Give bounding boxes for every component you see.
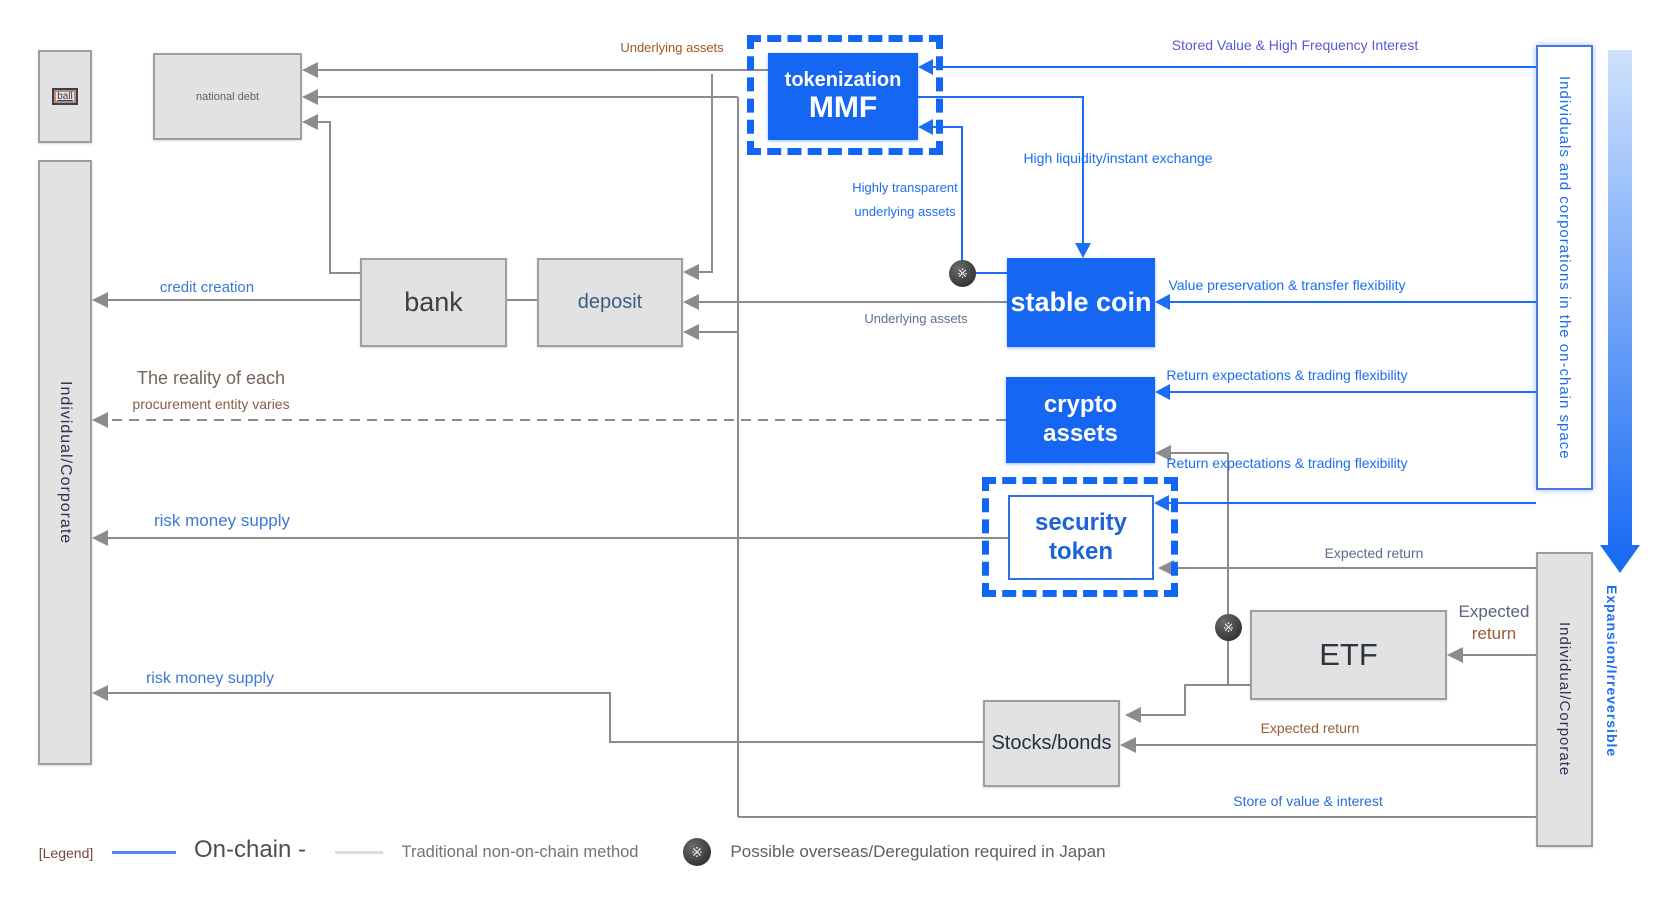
overseas-marker-legend: ※ xyxy=(683,838,711,866)
deposit-box: deposit xyxy=(537,258,683,347)
security-token-box: security token xyxy=(1008,495,1154,580)
legend-traditional-label: Traditional non-on-chain method xyxy=(401,843,639,861)
mmf-dashed-frame xyxy=(747,35,943,155)
expansion-arrow-head xyxy=(1600,545,1640,573)
underlying-assets-top-label: Underlying assets xyxy=(620,40,724,55)
expansion-arrow-body xyxy=(1608,50,1632,545)
legend-overseas-label: Possible overseas/Deregulation required … xyxy=(730,842,1106,861)
underlying-assets-mid-label: Underlying assets xyxy=(864,311,968,326)
security-token-dashed-frame xyxy=(982,477,1178,597)
stocks-bonds-box: Stocks/bonds xyxy=(983,700,1120,787)
etf-box: ETF xyxy=(1250,610,1447,700)
legend-title: [Legend] xyxy=(38,845,94,861)
reference-mark-icon: ※ xyxy=(1223,619,1234,635)
mmf-label-line1: tokenization xyxy=(784,69,902,92)
government-box: ball xyxy=(38,50,92,143)
national-debt-label: national debt xyxy=(196,90,259,103)
credit-creation-label: credit creation xyxy=(159,279,255,296)
overseas-marker-stablecoin: ※ xyxy=(949,260,976,287)
onchain-arrowheads xyxy=(918,59,1170,511)
right-sidebar-onchain: Individuals and corporations in the on-c… xyxy=(1536,45,1593,490)
stored-value-label: Stored Value & High Frequency Interest xyxy=(1171,37,1419,53)
expected-return-etf-label-2: return xyxy=(1471,624,1517,643)
security-token-line2: token xyxy=(1048,537,1113,565)
crypto-assets-box: crypto assets xyxy=(1006,377,1155,463)
etf-label: ETF xyxy=(1319,637,1378,672)
return-expectations-label-1: Return expectations & trading flexibilit… xyxy=(1166,367,1408,383)
reference-mark-icon: ※ xyxy=(691,843,703,860)
deposit-label: deposit xyxy=(577,291,643,313)
return-expectations-label-2: Return expectations & trading flexibilit… xyxy=(1166,455,1408,471)
mmf-label-line2: MMF xyxy=(808,91,878,125)
expansion-label: Expansion/Irreversible xyxy=(1604,585,1620,758)
crypto-assets-line1: crypto xyxy=(1043,391,1118,419)
national-debt-box: national debt xyxy=(153,53,302,140)
reality-label-1: The reality of each xyxy=(136,368,286,388)
stable-coin-label: stable coin xyxy=(1010,287,1152,317)
traditional-line-sample xyxy=(335,851,383,854)
right-sidebar-onchain-label: Individuals and corporations in the on-c… xyxy=(1556,75,1573,460)
risk-money-supply-label-1: risk money supply xyxy=(153,511,291,530)
risk-money-supply-label-2: risk money supply xyxy=(145,670,275,687)
crypto-assets-line2: assets xyxy=(1043,420,1118,447)
tokenization-mmf-box: tokenization MMF xyxy=(768,53,918,140)
security-token-line1: security xyxy=(1034,508,1128,536)
stable-coin-box: stable coin xyxy=(1007,258,1155,347)
bank-label: bank xyxy=(404,287,463,317)
left-sidebar-label: Individual/Corporate xyxy=(57,380,74,545)
onchain-line-sample xyxy=(112,851,176,854)
stocks-bonds-label: Stocks/bonds xyxy=(991,732,1112,754)
bank-box: bank xyxy=(360,258,507,347)
onchain-flow-lines xyxy=(918,66,1536,504)
gray-flow-lines xyxy=(107,69,1536,818)
broken-image-icon: ball xyxy=(52,88,78,105)
value-preservation-label: Value preservation & transfer flexibilit… xyxy=(1168,277,1406,293)
overseas-marker-etf: ※ xyxy=(1215,614,1242,641)
highly-transparent-label-2: underlying assets xyxy=(854,204,956,219)
high-liquidity-label: High liquidity/instant exchange xyxy=(1023,150,1213,166)
right-sidebar-individual: Individual/Corporate xyxy=(1536,552,1593,847)
left-sidebar: Individual/Corporate xyxy=(38,160,92,765)
gray-arrowheads xyxy=(92,62,1463,753)
store-of-value-label: Store of value & interest xyxy=(1233,793,1383,809)
legend-onchain-label: On-chain - xyxy=(193,836,307,863)
reference-mark-icon: ※ xyxy=(957,265,968,281)
expected-return-etf-label-1: Expected xyxy=(1458,602,1530,621)
reality-label-2: procurement entity varies xyxy=(132,396,290,412)
right-sidebar-individual-label: Individual/Corporate xyxy=(1556,622,1573,777)
expected-return-token-label: Expected return xyxy=(1324,545,1424,561)
expected-return-stocks-label: Expected return xyxy=(1260,720,1360,736)
highly-transparent-label-1: Highly transparent xyxy=(852,180,958,195)
